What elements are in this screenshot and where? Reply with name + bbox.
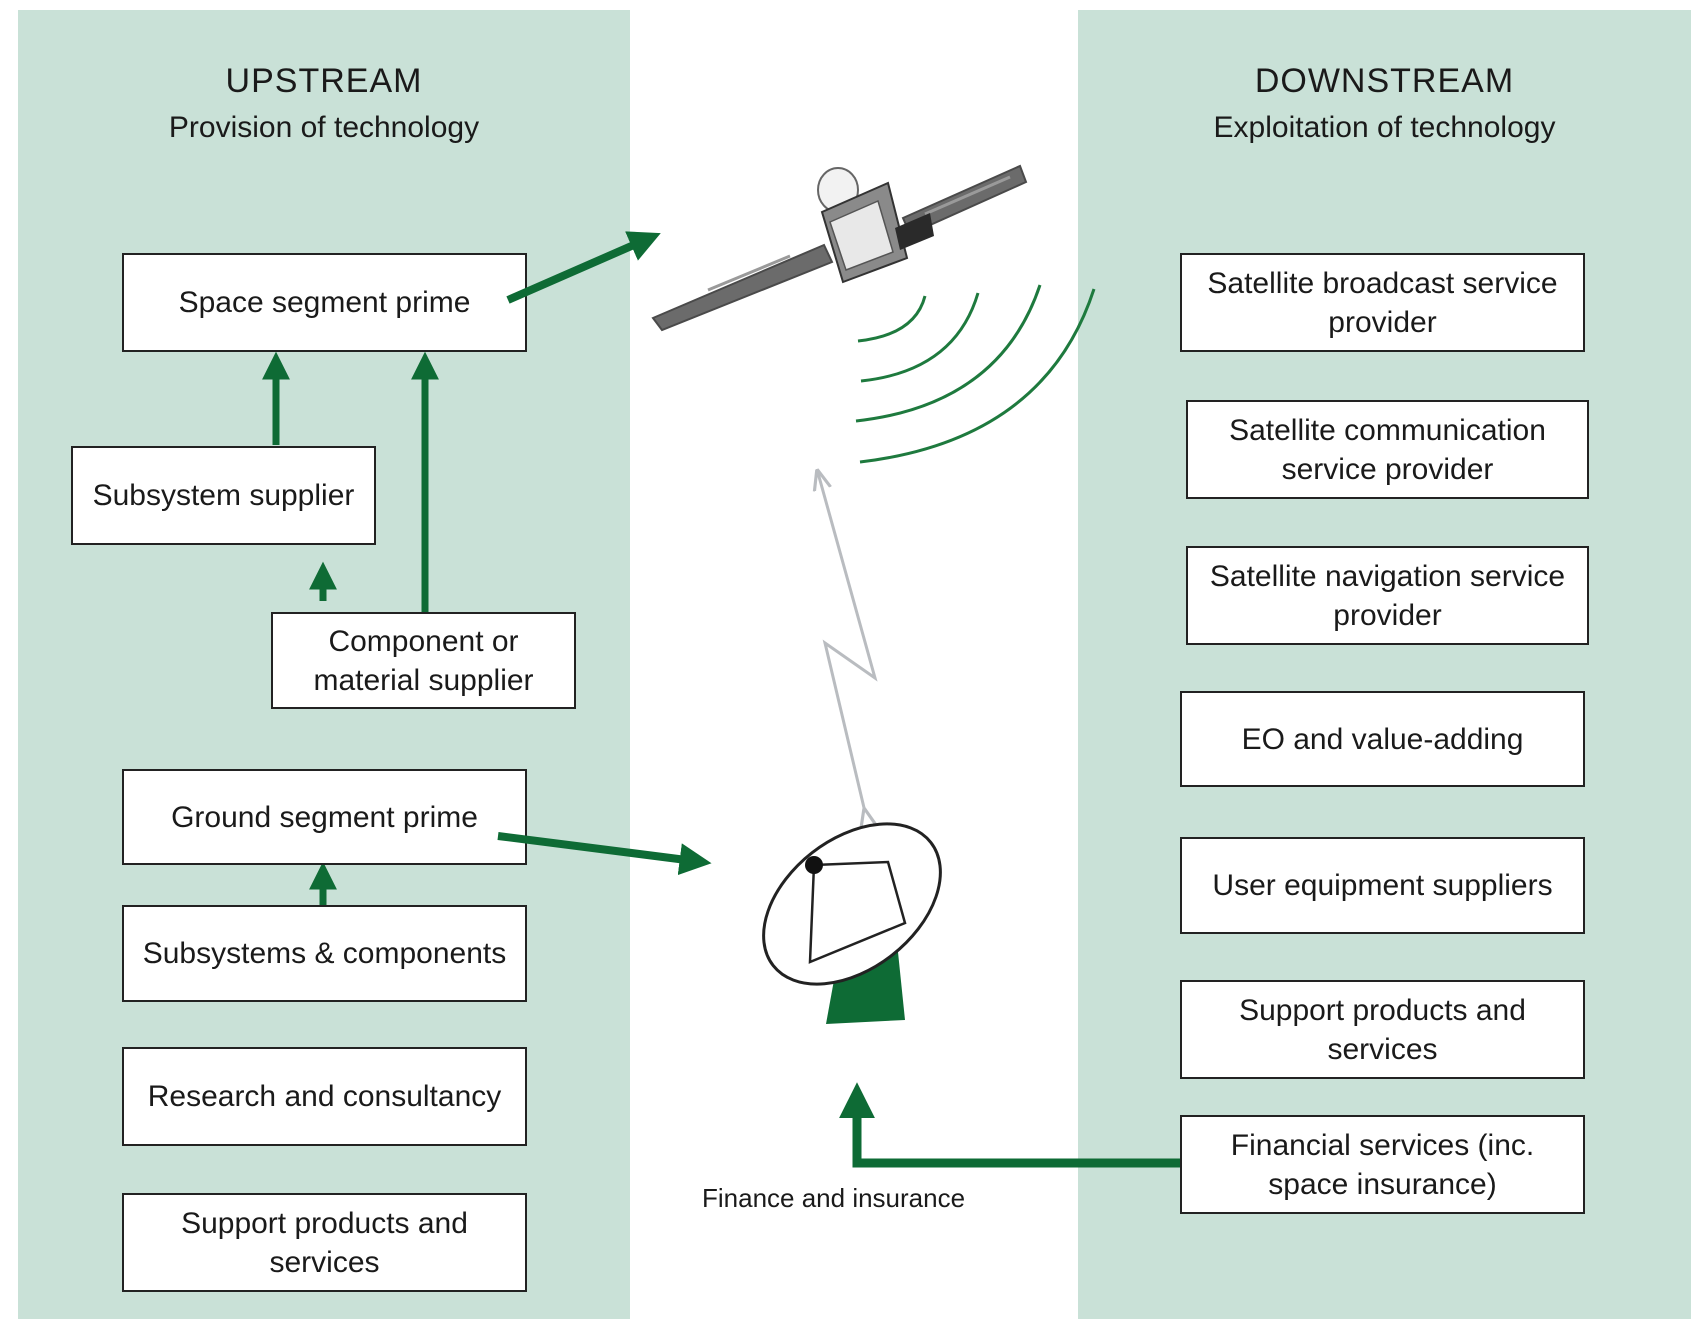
broadcast-provider-box: Satellite broadcast service provider xyxy=(1180,253,1585,352)
upstream-subtitle: Provision of technology xyxy=(168,111,480,144)
communication-link xyxy=(818,473,875,812)
upstream-support-label: Support products and services xyxy=(181,1206,468,1279)
component-supplier-label: Component or material supplier xyxy=(313,624,534,697)
downstream-title: DOWNSTREAM xyxy=(1254,62,1515,100)
user-equipment-box: User equipment suppliers xyxy=(1180,837,1585,934)
downstream-support-label: Support products and services xyxy=(1239,993,1526,1066)
finance-insurance-label: Finance and insurance xyxy=(702,1183,966,1213)
downstream-heading: DOWNSTREAM Exploitation of technology xyxy=(1078,62,1691,145)
arrow-finance-to-ground-station xyxy=(839,1082,1180,1168)
broadcast-provider-label: Satellite broadcast service provider xyxy=(1207,266,1558,339)
space-segment-prime-box: Space segment prime xyxy=(122,253,527,352)
upstream-support-box: Support products and services xyxy=(122,1193,527,1292)
user-equipment-label: User equipment suppliers xyxy=(1212,869,1553,902)
space-segment-prime-label: Space segment prime xyxy=(178,286,471,319)
research-consultancy-box: Research and consultancy xyxy=(122,1047,527,1146)
ground-segment-prime-box: Ground segment prime xyxy=(122,769,527,865)
subsystem-supplier-label: Subsystem supplier xyxy=(92,479,355,512)
eo-value-adding-box: EO and value-adding xyxy=(1180,691,1585,787)
subsystem-supplier-box: Subsystem supplier xyxy=(71,446,376,545)
subsystems-components-box: Subsystems & components xyxy=(122,905,527,1002)
ground-station-dish-icon xyxy=(762,822,942,1024)
navigation-provider-label: Satellite navigation service provider xyxy=(1209,559,1566,632)
downstream-panel: DOWNSTREAM Exploitation of technology xyxy=(1078,10,1691,1319)
research-consultancy-label: Research and consultancy xyxy=(147,1080,502,1113)
satellite-icon xyxy=(651,164,1028,332)
eo-value-adding-label: EO and value-adding xyxy=(1241,722,1524,756)
downstream-subtitle: Exploitation of technology xyxy=(1213,111,1556,144)
financial-services-box: Financial services (inc. space insurance… xyxy=(1180,1115,1585,1214)
ground-segment-prime-label: Ground segment prime xyxy=(171,800,478,834)
subsystems-components-label: Subsystems & components xyxy=(142,937,507,970)
upstream-heading: UPSTREAM Provision of technology xyxy=(18,62,630,145)
communication-provider-label: Satellite communication service provider xyxy=(1229,413,1546,486)
navigation-provider-box: Satellite navigation service provider xyxy=(1186,546,1589,645)
financial-services-label: Financial services (inc. space insurance… xyxy=(1230,1128,1535,1201)
upstream-title: UPSTREAM xyxy=(225,62,423,100)
signal-waves-icon xyxy=(855,284,1096,464)
component-supplier-box: Component or material supplier xyxy=(271,612,576,709)
communication-provider-box: Satellite communication service provider xyxy=(1186,400,1589,499)
downstream-support-box: Support products and services xyxy=(1180,980,1585,1079)
